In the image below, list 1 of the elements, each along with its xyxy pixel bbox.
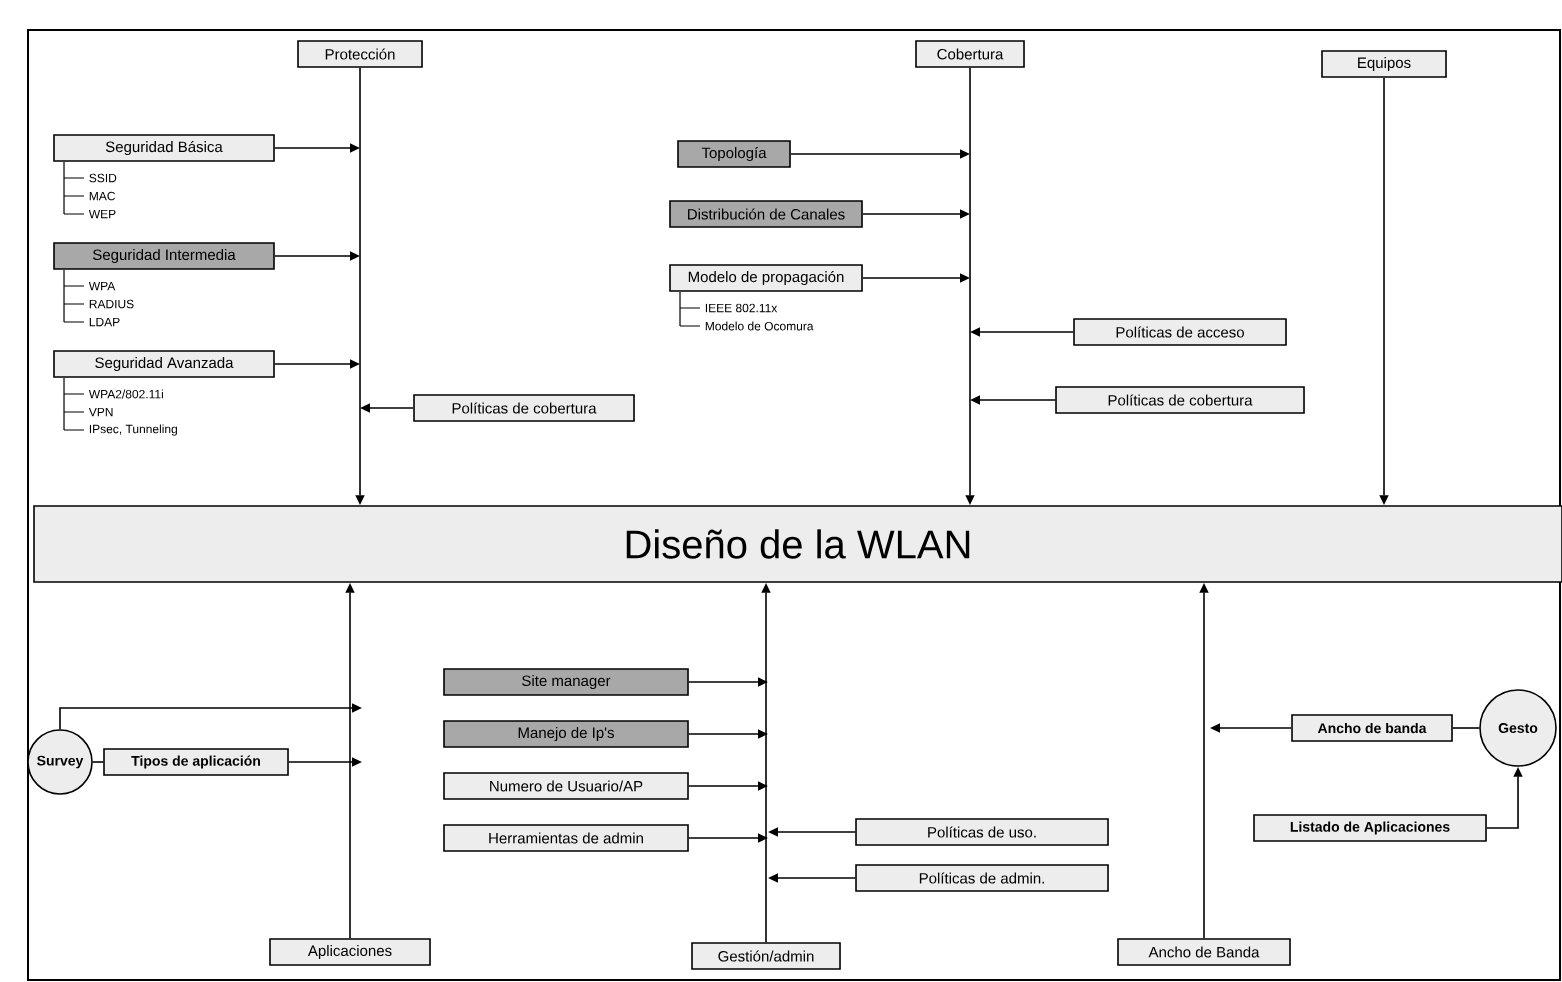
title-band: Diseño de la WLAN bbox=[33, 505, 1562, 583]
